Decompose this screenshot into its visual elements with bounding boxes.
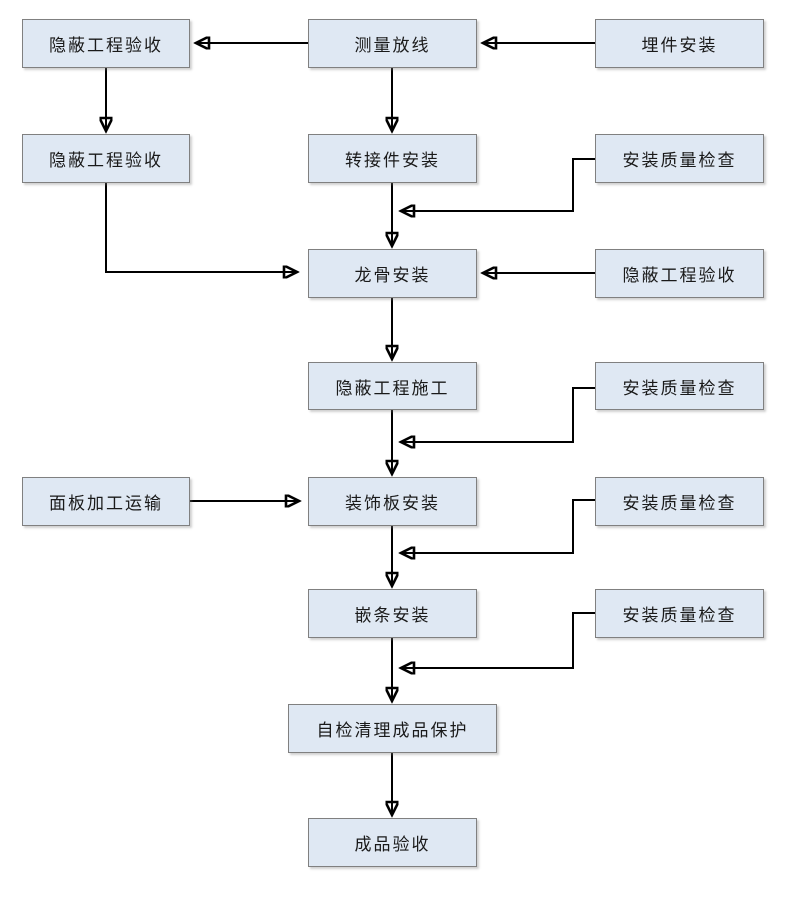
node-finished-product-acceptance: 成品验收: [308, 818, 477, 867]
node-hidden-work-acceptance-3: 隐蔽工程验收: [595, 249, 764, 298]
node-adapter-install: 转接件安装: [308, 134, 477, 183]
edge-qc4-join: [401, 612, 595, 668]
node-install-quality-check-1: 安装质量检查: [595, 134, 764, 183]
node-hidden-work-construction: 隐蔽工程施工: [308, 362, 477, 410]
edge-qc2-join: [401, 387, 595, 442]
node-install-quality-check-3: 安装质量检查: [595, 477, 764, 526]
edge-qc1-join: [401, 158, 595, 211]
node-install-quality-check-2: 安装质量检查: [595, 362, 764, 410]
node-self-check-cleanup-protection: 自检清理成品保护: [288, 704, 497, 753]
node-panel-processing-transport: 面板加工运输: [22, 477, 190, 526]
node-insert-strip-install: 嵌条安装: [308, 589, 477, 638]
node-decorative-panel-install: 装饰板安装: [308, 477, 477, 526]
node-hidden-work-acceptance-1: 隐蔽工程验收: [22, 19, 190, 68]
node-keel-install: 龙骨安装: [308, 249, 477, 298]
node-install-quality-check-4: 安装质量检查: [595, 589, 764, 638]
edge-qc3-join: [401, 499, 595, 553]
node-embedded-parts-install: 埋件安装: [595, 19, 764, 68]
node-hidden-work-acceptance-2: 隐蔽工程验收: [22, 134, 190, 183]
node-measure-layout: 测量放线: [308, 19, 477, 68]
edge-hidden2-to-keel: [105, 183, 297, 272]
